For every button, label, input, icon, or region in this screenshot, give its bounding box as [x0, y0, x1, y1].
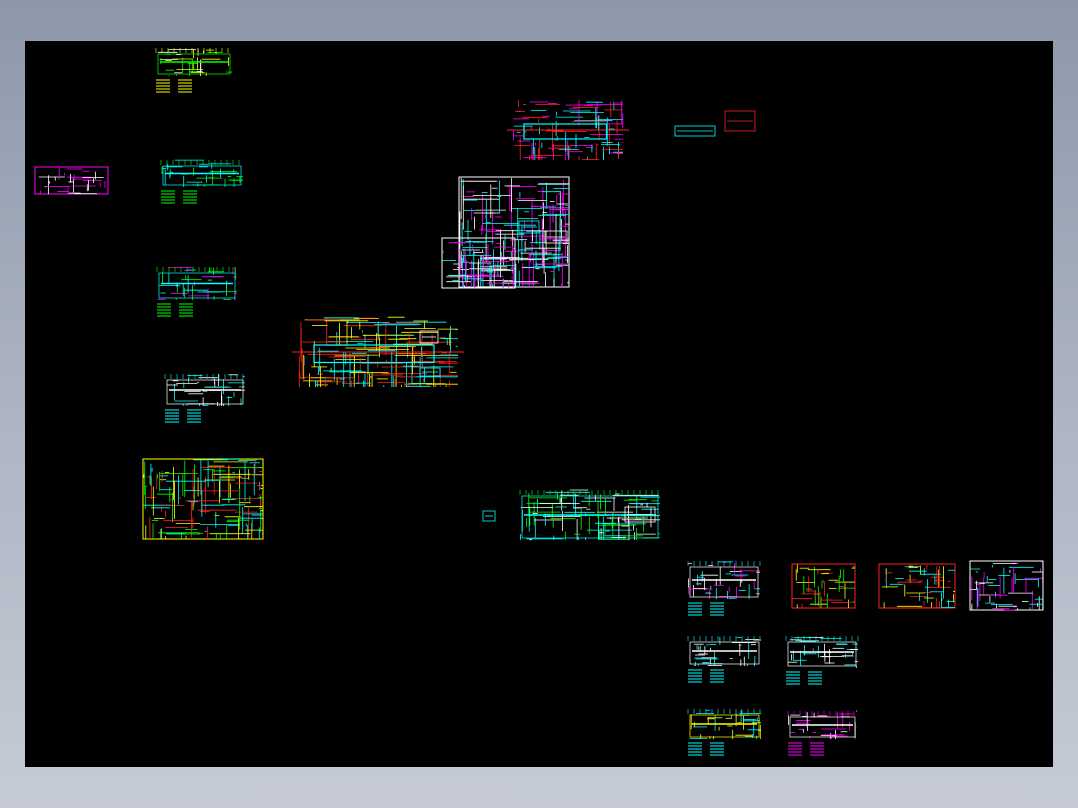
floor-plan-sheet[interactable]: [687, 636, 761, 683]
detail-sheet[interactable]: [878, 563, 956, 609]
title-block-sheet[interactable]: [969, 560, 1044, 611]
annotation-block[interactable]: [674, 125, 716, 137]
floor-plan-sheet[interactable]: [687, 561, 761, 616]
floor-plan-sheet[interactable]: [787, 710, 857, 756]
section-sheet[interactable]: [519, 489, 660, 541]
annotation-block[interactable]: [724, 110, 756, 132]
legend-sheet[interactable]: [34, 166, 109, 195]
annotation-block[interactable]: [518, 220, 540, 234]
annotation-block[interactable]: [419, 367, 441, 377]
elevation-sheet[interactable]: [507, 100, 629, 160]
floor-plan-sheet[interactable]: [164, 374, 245, 423]
detail-sheet[interactable]: [791, 563, 856, 609]
title-block-sheet[interactable]: [441, 237, 516, 289]
floor-plan-sheet[interactable]: [687, 709, 761, 756]
annotation-block[interactable]: [482, 510, 496, 522]
drawing-canvas[interactable]: [25, 41, 1053, 767]
detail-sheet[interactable]: [142, 458, 264, 540]
panel-layout-sheet[interactable]: [155, 48, 232, 93]
annotation-block[interactable]: [544, 230, 568, 244]
annotation-block[interactable]: [419, 330, 439, 344]
floor-plan-sheet[interactable]: [156, 266, 237, 317]
site-plan-sheet[interactable]: [292, 316, 464, 387]
annotation-block[interactable]: [624, 506, 656, 523]
system-diagram-sheet[interactable]: [458, 176, 570, 288]
floor-plan-sheet[interactable]: [160, 159, 243, 204]
cad-model-space[interactable]: [25, 41, 1053, 767]
floor-plan-sheet[interactable]: [785, 636, 859, 685]
